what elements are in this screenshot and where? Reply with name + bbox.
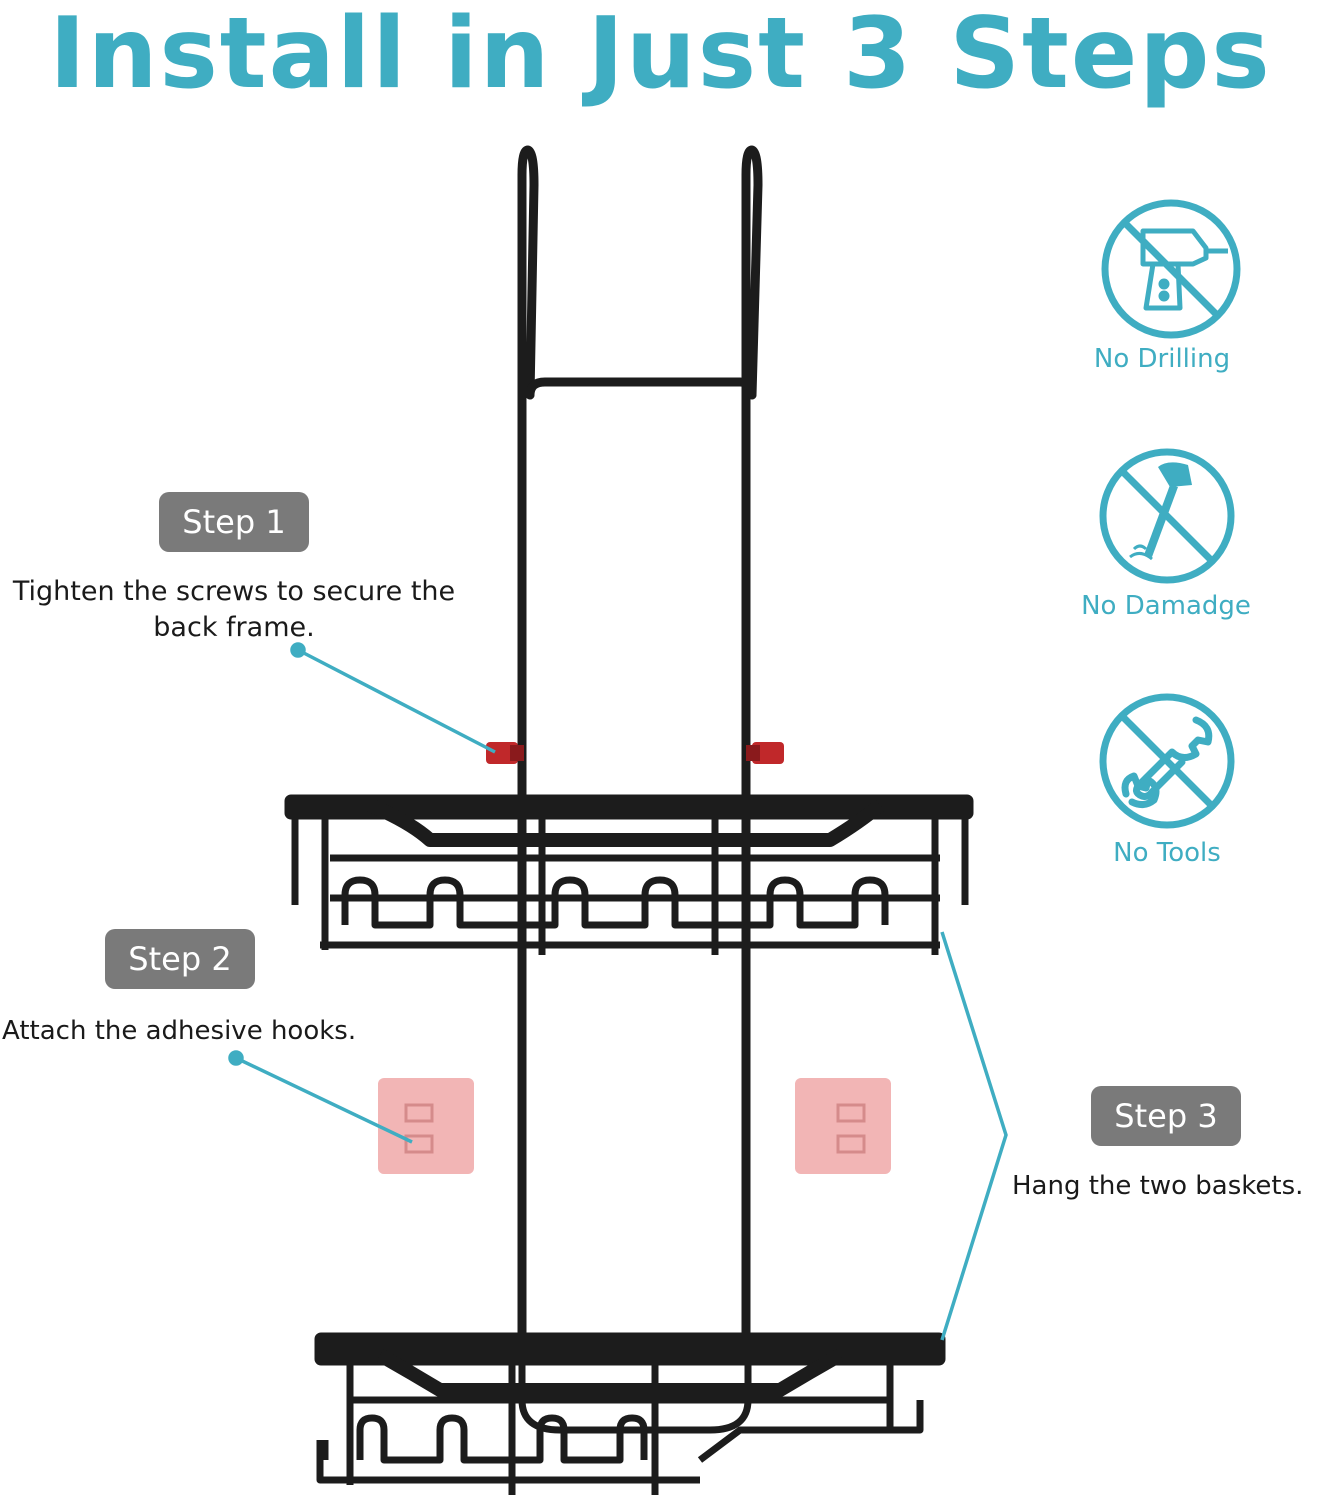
top-crossbar	[525, 377, 757, 400]
wrench-icon	[1099, 693, 1235, 829]
step1-badge: Step 1	[159, 492, 309, 552]
step1-line2: back frame.	[153, 612, 315, 643]
step2-description: Attach the adhesive hooks.	[2, 1016, 357, 1046]
page-title: Install in Just 3 Steps	[49, 0, 1272, 111]
screw-right	[746, 742, 784, 764]
feature-no-damage: No Damadge	[1081, 591, 1251, 621]
step2-callout-line	[235, 1056, 413, 1144]
screw-left	[486, 742, 524, 764]
step2-badge: Step 2	[105, 929, 255, 989]
feature-no-drilling: No Drilling	[1093, 344, 1231, 374]
step3-callout-line	[940, 931, 1008, 1341]
adhesive-hook-left	[378, 1078, 474, 1174]
upper-basket	[284, 794, 974, 955]
right-rail	[741, 145, 763, 1345]
hammer-icon	[1099, 448, 1235, 584]
left-rail	[517, 145, 539, 1345]
step1-line1: Tighten the screws to secure the	[12, 576, 456, 607]
step3-description: Hang the two baskets.	[1012, 1171, 1304, 1201]
drill-icon	[1101, 199, 1241, 339]
step3-badge: Step 3	[1091, 1086, 1241, 1146]
feature-no-tools: No Tools	[1113, 838, 1221, 868]
adhesive-hook-right	[795, 1078, 891, 1174]
step1-callout-line	[297, 648, 496, 754]
lower-basket	[314, 1332, 946, 1495]
step1-description: Tighten the screws to secure the back fr…	[0, 574, 468, 646]
